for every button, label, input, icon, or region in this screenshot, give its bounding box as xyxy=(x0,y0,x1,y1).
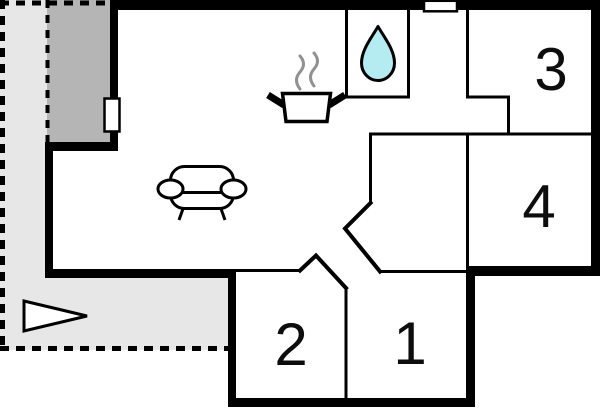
room-4-label: 4 xyxy=(522,173,556,240)
direction-arrow-icon xyxy=(22,299,88,333)
room-2-label: 2 xyxy=(274,311,308,378)
sofa-icon xyxy=(156,165,248,221)
exterior-walls xyxy=(45,0,600,407)
water-drop-icon xyxy=(360,25,396,82)
door-swing-lines xyxy=(297,200,383,291)
window-marker xyxy=(422,0,459,13)
room-3-label: 3 xyxy=(534,36,568,103)
door-marker xyxy=(103,97,121,133)
cooking-pot-icon xyxy=(266,51,347,124)
terrace-boundary xyxy=(0,0,232,351)
interior-walls xyxy=(236,10,591,399)
room-1-label: 1 xyxy=(393,310,427,377)
steam-icon xyxy=(295,51,319,91)
covered-terrace-area xyxy=(47,0,114,147)
